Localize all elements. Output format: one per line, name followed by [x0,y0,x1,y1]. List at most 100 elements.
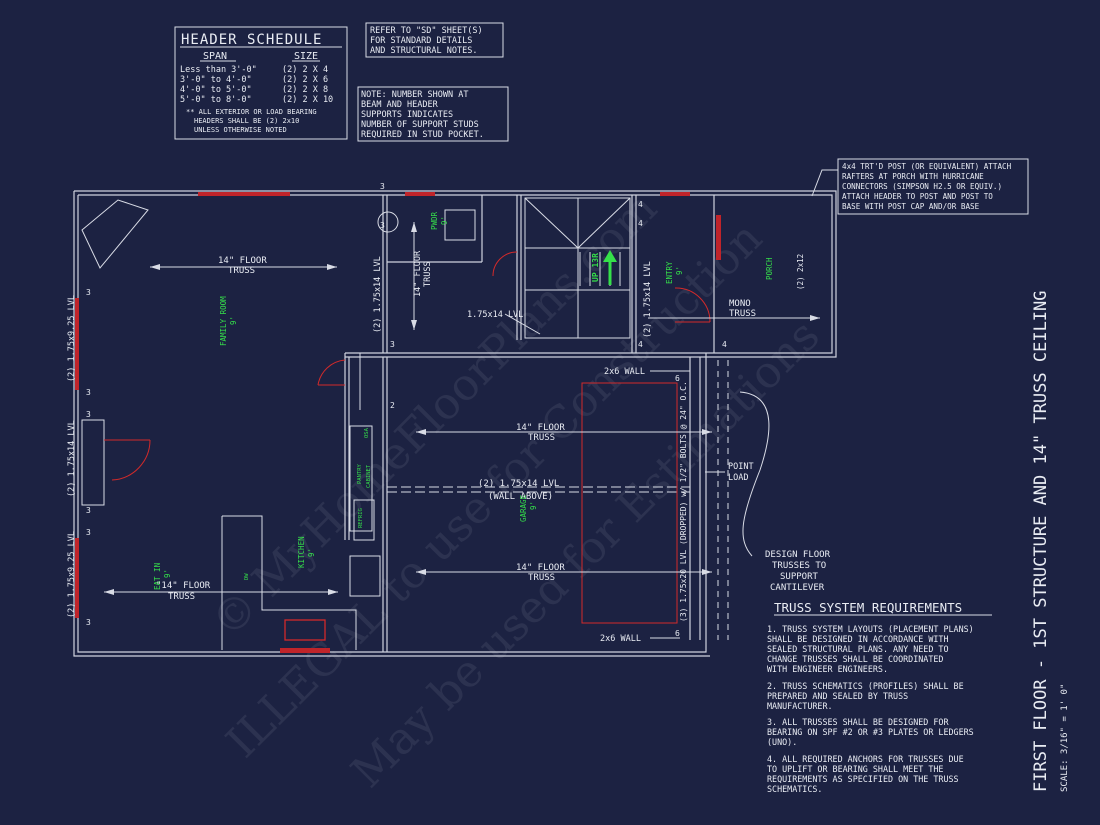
plan-walls [73,190,837,657]
design-note-3: SUPPORT [780,572,819,582]
point-load-1: POINT [728,462,754,472]
req-4-line-3: REQUIREMENTS AS SPECIFIED ON THE TRUSS [767,774,959,784]
schedule-size-2: (2) 2 X 8 [282,85,328,95]
req-3-line-3: (UNO). [767,737,797,747]
stud-num-15: 6 [675,374,680,383]
requirements-title: TRUSS SYSTEM REQUIREMENTS [774,600,962,615]
schedule-size-3: (2) 2 X 10 [282,95,333,105]
schedule-note-2: HEADERS SHALL BE (2) 2x10 [194,117,299,125]
schedule-note-1: ** ALL EXTERIOR OR LOAD BEARING [186,108,317,116]
refer-note-1: REFER TO "SD" SHEET(S) [370,26,483,36]
req-1-line-4: CHANGE TRUSSES SHALL BE COORDINATED [767,654,943,664]
req-3-line-1: 3. ALL TRUSSES SHALL BE DESIGNED FOR [767,717,949,727]
stud-num-6: 3 [86,528,91,537]
kitchen-height: 9' [307,548,316,557]
lvl-entry: (2) 1.75x14 LVL [643,261,653,338]
stud-num-1: 3 [380,182,385,191]
req-1-line-5: WITH ENGINEER ENGINEERS. [767,664,888,674]
stud-num-14: 4 [722,340,727,349]
garage-floor-truss-1: 14" FLOOR [516,423,565,433]
mono-label: MONO [729,299,751,309]
eat-in-floor-truss: "14" FLOOR [156,581,211,591]
pwdr-label: PWDR [430,211,439,230]
req-1-line-3: SEALED STRUCTURAL PLANS. ANY NEED TO [767,644,949,654]
schedule-span-2: 4'-0" to 5'-0" [180,85,252,95]
family-floor-truss: 14" FLOOR [218,256,267,266]
post-note-5: BASE WITH POST CAP AND/OR BASE [842,202,980,211]
eat-in-truss: TRUSS [168,592,195,602]
lvl-dropped: (3) 1.75x20 LVL (DROPPED) w/ 1/2" BOLTS … [679,381,688,622]
col-size: SIZE [294,51,318,62]
lvl-mid: (2) 1.75x14 LVL [373,256,383,333]
post-note: 4x4 TRT'D POST (OR EQUIVALENT) ATTACH RA… [811,158,1029,215]
schedule-note-3: UNLESS OTHERWISE NOTED [194,126,287,134]
req-2-line-3: MANUFACTURER. [767,701,833,711]
entry-label: ENTRY [665,261,674,284]
stair-up-label: UP 13R [591,253,600,282]
req-1-line-2: SHALL BE DESIGNED IN ACCORDANCE WITH [767,634,949,644]
eat-in-height: 9' [163,569,172,578]
schedule-size-0: (2) 2 X 4 [282,65,328,75]
header-schedule-title: HEADER SCHEDULE [181,32,322,48]
studs-note-2: BEAM AND HEADER [361,100,439,110]
garage-height: 9' [529,501,538,510]
refer-note: REFER TO "SD" SHEET(S) FOR STANDARD DETA… [365,22,504,58]
schedule-size-1: (2) 2 X 6 [282,75,328,85]
entry-height: 9' [675,266,684,275]
col-span: SPAN [203,51,227,62]
stair-up-arrow [603,250,617,285]
studs-note: NOTE: NUMBER SHOWN AT BEAM AND HEADER SU… [357,86,509,142]
refer-note-3: AND STRUCTURAL NOTES. [370,46,477,56]
req-4-line-2: TO UPLIFT OR BEARING SHALL MEET THE [767,764,943,774]
stud-num-5: 3 [86,506,91,515]
schedule-span-0: Less than 3'-0" [180,65,257,75]
pwdr-floor-truss: 14" FLOOR [413,250,423,297]
garage-lvl: (2) 1.75x14 LVL [478,479,559,489]
lvl-small: 1.75x14 LVL [467,310,523,320]
post-note-3: CONNECTORS (SIMPSON H2.5 OR EQUIV.) [842,182,1002,191]
garage-truss-1: TRUSS [528,433,555,443]
sheet-title-block: FIRST FLOOR - 1ST STRUCTURE AND 14" TRUS… [1031,290,1070,792]
post-note-4: ATTACH HEADER TO POST AND POST TO [842,192,993,201]
req-3-line-2: BEARING ON SPF #2 OR #3 PLATES OR LEDGER… [767,727,974,737]
wall-2x6-bottom: 2x6 WALL [600,634,641,644]
design-note-1: DESIGN FLOOR [765,550,831,560]
wall-above: (WALL ABOVE) [488,492,553,502]
kitchen-label: KITCHEN [297,536,306,568]
sheet-title: FIRST FLOOR - 1ST STRUCTURE AND 14" TRUS… [1031,290,1051,792]
req-4-line-4: SCHEMATICS. [767,784,822,794]
family-truss: TRUSS [228,266,255,276]
stud-num-8: 3 [390,340,395,349]
schedule-span-3: 5'-0" to 8'-0" [180,95,252,105]
studs-note-1: NOTE: NUMBER SHOWN AT [361,90,468,100]
mono-truss: TRUSS [729,309,756,319]
post-leader [811,169,838,197]
pantry-label: PANTRY [357,463,363,484]
req-2-line-1: 2. TRUSS SCHEMATICS (PROFILES) SHALL BE [767,681,964,691]
watermark-line-2: ILLEGAL to use for Construction [217,212,772,767]
design-note-4: CANTILEVER [770,583,825,593]
pwdr-height: 9' [440,216,449,225]
plan-labels: 14" FLOOR TRUSS FAMILY ROOM 9' 14" FLOOR… [67,211,831,644]
wall-2x6-top: 2x6 WALL [604,367,645,377]
garage-truss-2: TRUSS [528,573,555,583]
stud-numbers: 3 3 3 3 3 3 3 3 3 2 4 4 4 4 6 6 [86,182,727,638]
req-2-line-2: PREPARED AND SEALED BY TRUSS [767,691,908,701]
header-schedule: HEADER SCHEDULE SPAN SIZE Less than 3'-0… [174,26,348,140]
garage-floor-truss-2: 14" FLOOR [516,563,565,573]
cabinet-label: CABINET [366,464,372,488]
stud-num-2: 3 [86,288,91,297]
studs-note-4: NUMBER OF SUPPORT STUDS [361,120,479,130]
stud-num-7: 3 [86,618,91,627]
dw-label: DW [244,573,250,580]
design-note-2: TRUSSES TO [772,561,826,571]
stud-num-9: 3 [380,221,385,230]
post-note-2: RAFTERS AT PORCH WITH HURRICANE [842,172,984,181]
family-room-height: 9' [229,316,238,325]
plan-red-marks [75,192,721,653]
stud-num-11: 4 [638,200,643,209]
stud-num-10: 2 [390,401,395,410]
truss-arrows [104,222,820,639]
